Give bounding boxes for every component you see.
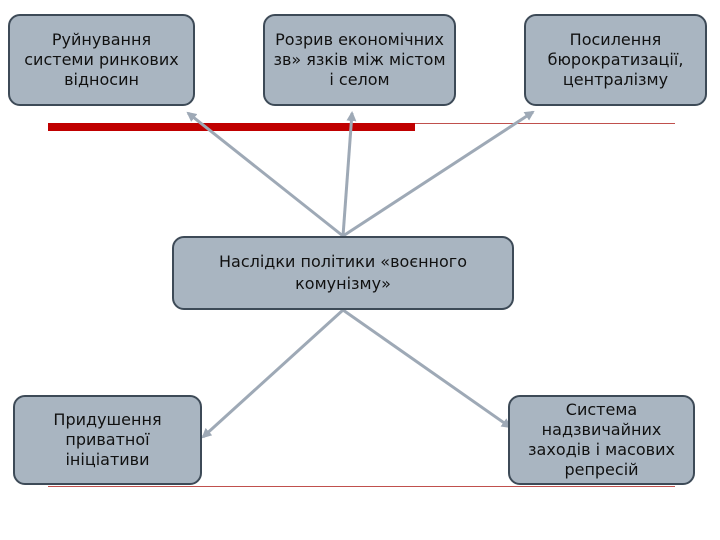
node-initiative-suppression-label: Придушення приватної ініціативи [53,410,162,469]
node-economic-ties-break-label: Розрив економічних зв» язків між містом … [273,30,446,89]
node-bureaucratization-label: Посилення бюрократизації, централізму [547,30,684,89]
node-repression-system-label: Система надзвичайних заходів і масових р… [528,400,675,479]
arrow-to-initiative [201,308,345,439]
node-economic-ties-break: Розрив економічних зв» язків між містом … [263,14,456,106]
node-initiative-suppression: Придушення приватної ініціативи [13,395,202,485]
arrow-to-markets [186,111,344,238]
node-market-collapse: Руйнування системи ринкових відносин [8,14,195,106]
accent-bar [48,123,415,131]
node-war-communism-consequences: Наслідки політики «воєнного комунізму» [172,236,514,310]
node-market-collapse-label: Руйнування системи ринкових відносин [24,30,179,89]
node-war-communism-consequences-label: Наслідки політики «воєнного комунізму» [219,252,467,293]
arrow-to-ties [341,111,357,237]
arrow-to-bureaucracy [342,110,535,238]
node-repression-system: Система надзвичайних заходів і масових р… [508,395,695,485]
arrow-to-repression [342,308,512,429]
node-bureaucratization: Посилення бюрократизації, централізму [524,14,707,106]
